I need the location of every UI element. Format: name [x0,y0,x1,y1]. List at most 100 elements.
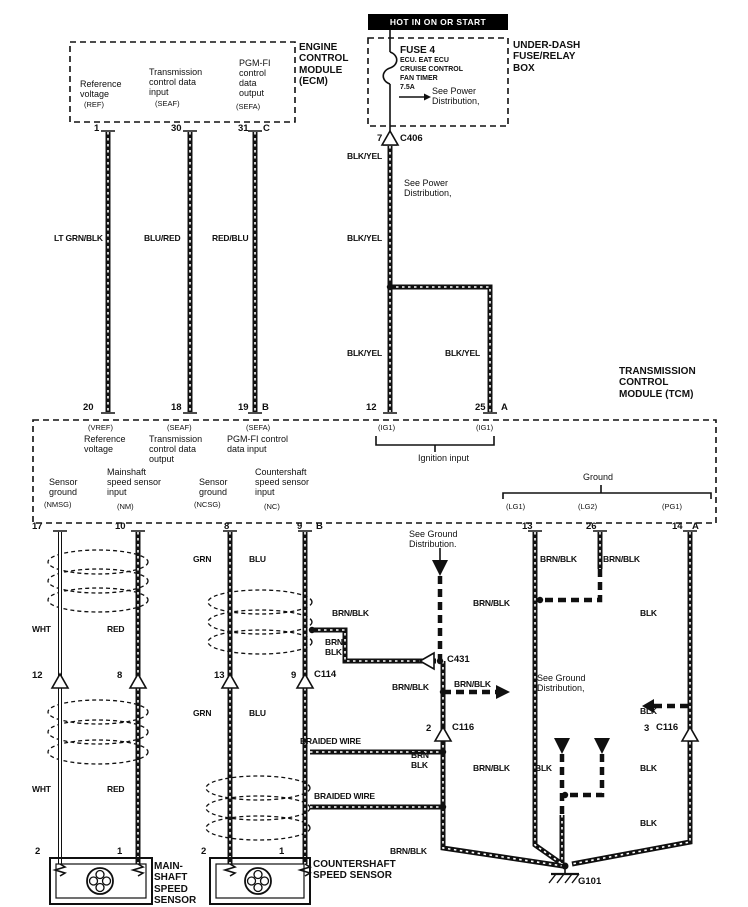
pin-8-2: 8 [117,670,123,681]
pin-9-2: 9 [291,670,297,681]
code-ig1-b: (IG1) [476,423,494,432]
code-sefa-2: (SEFA) [246,423,271,432]
pin-1-2: 1 [279,846,285,857]
pin-26: 26 [586,521,597,532]
conn-c431: C431 [447,654,470,665]
wire-brn-blk-m3: BRN/BLK [392,682,429,692]
fuse-rating: 7.5A [400,84,415,91]
tcm-mainshaft-input: Mainshaft speed sensor input [107,467,162,498]
see-ground-dist-1: See Ground Distribution. [409,529,458,550]
wire-wht-2: WHT [32,784,51,794]
code-nc: (NC) [264,502,280,511]
wire-red-blu: RED/BLU [212,233,249,243]
wire-brn-blk-r2: BRN/BLK [603,554,640,564]
underdash-box-name: UNDER-DASH FUSE/RELAY BOX [513,40,581,74]
code-pg1: (PG1) [662,502,683,511]
ecm-ref-voltage: Reference voltage [80,79,122,100]
conn-c116-1: C116 [452,722,475,733]
ground-g101: G101 [578,876,602,887]
wire-brn-blk-m6: BRN/BLK [390,846,427,856]
braided-wire-2: BRAIDED WIRE [314,791,375,801]
pin-3-c116: 3 [644,723,650,734]
wire-blk-yel-3: BLK/YEL [347,348,382,358]
wire-blk-4: BLK [640,763,657,773]
distribution-triangles [424,93,654,754]
ignition-input: Ignition input [418,453,470,463]
wire-blu-2: BLU [249,708,266,718]
pin-14: 14 [672,521,683,532]
conn-c116-2: C116 [656,722,679,733]
ecm-pgmfi-output: PGM-FI control data output [239,58,271,99]
pin-13-1: 13 [522,521,533,532]
code-seaf-2: (SEAF) [167,423,192,432]
wire-grn-1: GRN [193,554,212,564]
pin-7: 7 [377,133,383,144]
wire-brn-blk-r4: BRN/BLK [473,763,510,773]
wire-blk-3: BLK [535,763,552,773]
pin-18: 18 [171,402,182,413]
wire-red-2: RED [107,784,125,794]
module-boxes [32,37,717,524]
ecm-pgmfi-code: (SEFA) [236,102,261,111]
wire-brn-blk-m5: BRN BLK [411,750,429,770]
wire-grn-2: GRN [193,708,212,718]
ground-label: Ground [583,472,614,482]
code-vref: (VREF) [88,423,113,432]
tcm-trans-output: Transmission control data output [149,434,203,465]
wire-red-1: RED [107,624,125,634]
code-lg2: (LG2) [578,502,598,511]
ground-symbol-g101 [548,872,580,884]
pin-1: 1 [94,123,100,134]
pin-25: 25 [475,402,486,413]
pin-a-2: A [692,521,699,532]
ecm-name: ENGINE CONTROL MODULE (ECM) [299,42,349,88]
wire-blk-2: BLK [640,706,657,716]
code-ig1-a: (IG1) [378,423,396,432]
see-ground-dist-2: See Ground Distribution, [537,673,586,694]
tcm-sensor-ground-2: Sensor ground [199,477,228,498]
pin-31: 31 [238,123,249,134]
pin-a-1: A [501,402,508,413]
wire-blk-yel-1: BLK/YEL [347,151,382,161]
tcm-ref-voltage: Reference voltage [84,434,126,455]
code-ncsg: (NCSG) [194,500,221,509]
pin-19: 19 [238,402,249,413]
tcm-name: TRANSMISSION CONTROL MODULE (TCM) [619,366,696,400]
mainshaft-sensor-name: MAIN- SHAFT SPEED SENSOR [154,861,197,907]
tcm-pgmfi-input: PGM-FI control data input [227,434,289,455]
thin-lines [52,30,712,877]
wire-brn-blk-m2: BRN BLK [325,637,343,657]
pin-20: 20 [83,402,94,413]
wire-brn-blk-m4: BRN/BLK [454,679,491,689]
pin-12-2: 12 [32,670,43,681]
code-nm: (NM) [117,502,134,511]
pin-17: 17 [32,521,43,532]
conn-c114: C114 [314,669,337,680]
tcm-sensor-ground-1: Sensor ground [49,477,78,498]
wire-lt-grn-blk: LT GRN/BLK [54,233,103,243]
terminal-ticks [53,130,697,532]
pin-13-2: 13 [214,670,225,681]
wire-brn-blk-r3: BRN/BLK [473,598,510,608]
conn-c406: C406 [400,133,423,144]
wire-blu-red: BLU/RED [144,233,181,243]
pin-c: C [263,123,270,134]
connector-chevrons [50,129,700,742]
pin-9-1: 9 [297,521,303,532]
ecm-trans-input: Transmission control data input [149,67,203,98]
pin-1-1: 1 [117,846,123,857]
mainshaft-sensor-box [49,857,153,905]
countershaft-sensor-name: COUNTERSHAFT SPEED SENSOR [313,859,396,882]
dashed-links [437,569,688,815]
fuse-name: FUSE 4 [400,45,436,56]
pin-30: 30 [171,123,182,134]
wire-blu-1: BLU [249,554,266,564]
pin-8-1: 8 [224,521,230,532]
wire-brn-blk-r1: BRN/BLK [540,554,577,564]
fuse-desc: ECU. EAT ECU CRUISE CONTROL FAN TIMER [400,57,463,83]
wire-blk-5: BLK [640,818,657,828]
wire-blk-yel-2: BLK/YEL [347,233,382,243]
banner-text: HOT IN ON OR START [389,17,487,27]
